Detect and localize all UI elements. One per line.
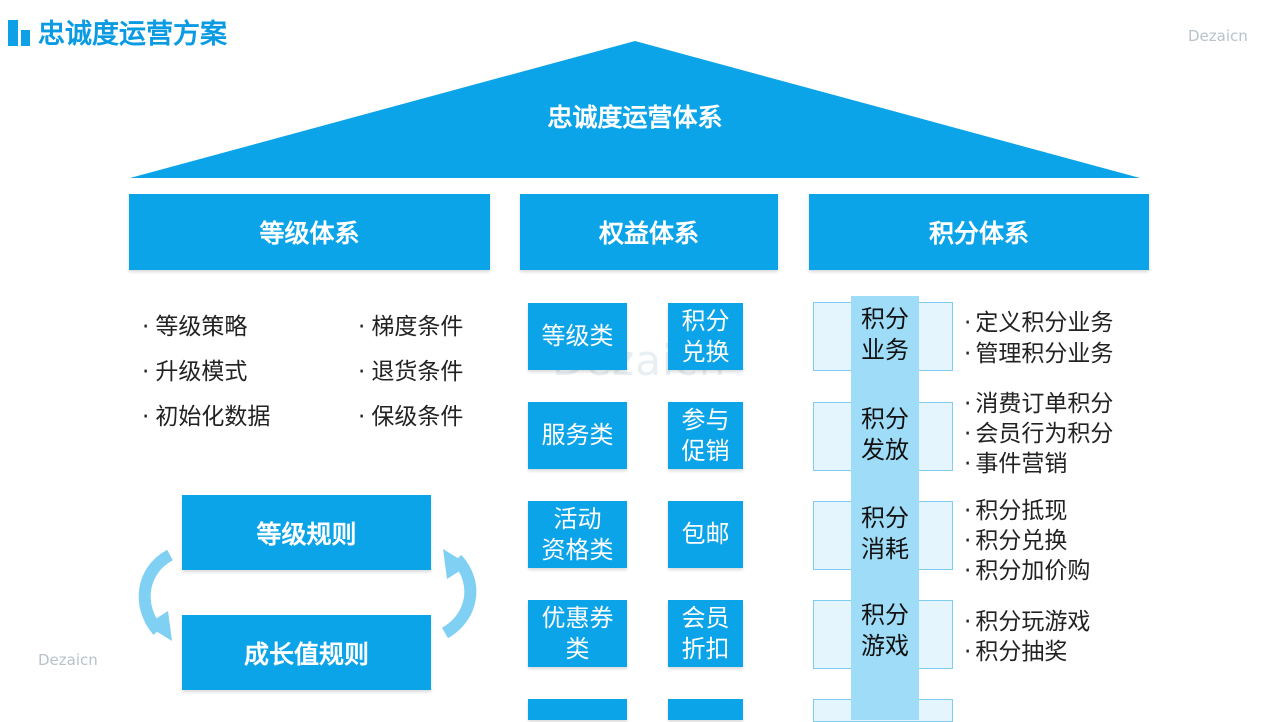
points-item: 积分玩游戏 (964, 607, 1090, 637)
level-item: 初始化数据 (142, 402, 270, 432)
points-item: 定义积分业务 (964, 308, 1113, 338)
rule-level: 等级规则 (182, 495, 431, 570)
title-accent-bar (8, 20, 18, 46)
level-item: 等级策略 (142, 312, 247, 342)
level-item: 升级模式 (142, 357, 247, 387)
brand-top-right: Dezaicn (1188, 27, 1248, 45)
brand-bottom-left: Dezaicn (38, 651, 98, 669)
benefit-box: 等级类 (528, 303, 627, 370)
roof-label: 忠诚度运营体系 (547, 103, 723, 132)
benefit-box: 会员折扣 (668, 600, 743, 667)
level-item: 退货条件 (358, 357, 463, 387)
points-label: 积分游戏 (861, 601, 909, 660)
benefit-box: 活动资格类 (528, 501, 627, 568)
points-item: 积分加价购 (964, 556, 1090, 586)
pillar-points: 积分体系 (809, 194, 1149, 270)
points-item: 消费订单积分 (964, 389, 1113, 419)
pillar-benefit: 权益体系 (520, 194, 778, 270)
benefit-box-partial (668, 699, 743, 720)
points-label: 积分发放 (861, 405, 909, 464)
points-item: 积分抵现 (964, 496, 1067, 526)
title-accent-bar-short (21, 30, 30, 46)
benefit-box: 积分兑换 (668, 303, 743, 370)
page-title: 忠诚度运营方案 (38, 19, 227, 50)
cycle-arrow-right-icon (441, 549, 477, 639)
benefit-box: 包邮 (668, 501, 743, 568)
rule-growth: 成长值规则 (182, 615, 431, 690)
benefit-box: 参与促销 (668, 402, 743, 469)
points-label: 积分消耗 (861, 504, 909, 563)
points-label: 积分业务 (861, 305, 909, 364)
pillar-level: 等级体系 (129, 194, 490, 270)
cycle-arrow-left-icon (138, 549, 174, 641)
level-item: 保级条件 (358, 402, 463, 432)
level-item: 梯度条件 (358, 312, 463, 342)
points-item: 会员行为积分 (964, 419, 1113, 449)
points-item: 事件营销 (964, 449, 1067, 479)
benefit-box-partial (528, 699, 627, 720)
points-column-band (851, 296, 919, 720)
points-item: 积分兑换 (964, 526, 1067, 556)
roof-triangle (130, 41, 1140, 178)
benefit-box: 服务类 (528, 402, 627, 469)
points-item: 管理积分业务 (964, 339, 1113, 369)
benefit-box: 优惠券类 (528, 600, 627, 667)
points-item: 积分抽奖 (964, 637, 1067, 667)
